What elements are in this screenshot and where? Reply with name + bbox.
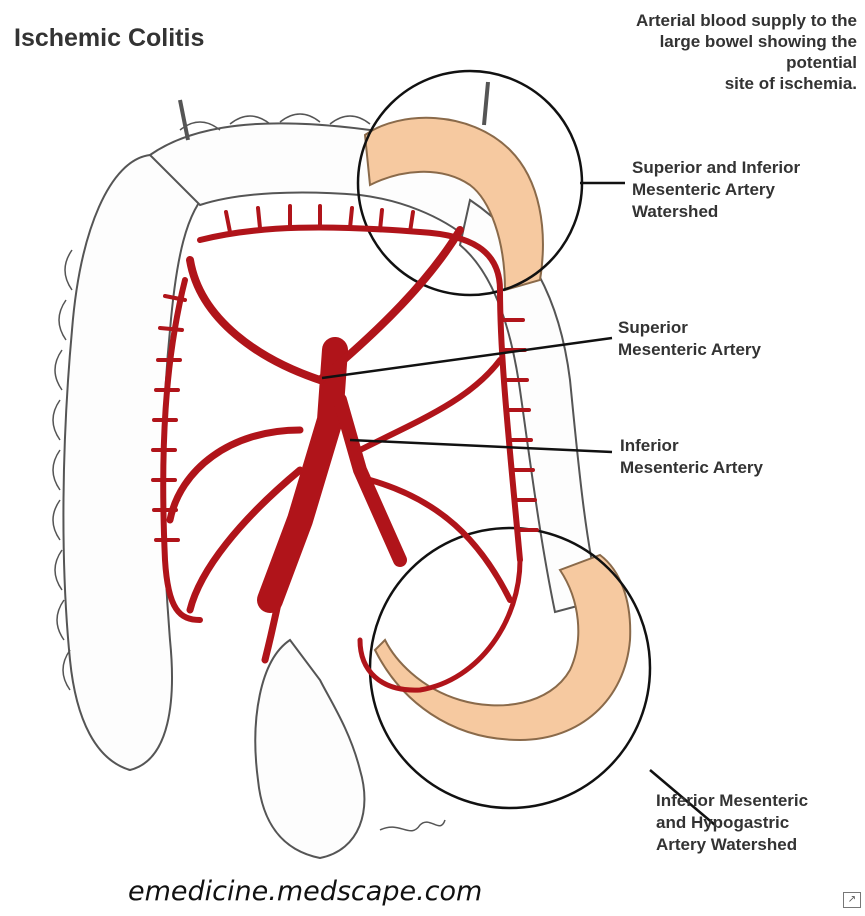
label-sma-ima-watershed: Superior and Inferior Mesenteric Artery … — [632, 157, 800, 223]
expand-icon[interactable]: ↗ — [843, 892, 861, 908]
aorta-trunk-icon — [270, 350, 335, 600]
source-credit: emedicine.medscape.com — [128, 876, 482, 907]
artist-signature-icon — [380, 820, 445, 831]
label-ima-hypogastric-watershed: Inferior Mesenteric and Hypogastric Arte… — [656, 790, 808, 856]
arterial-tree — [163, 227, 520, 690]
label-superior-mesenteric-artery: Superior Mesenteric Artery — [618, 317, 761, 361]
ima-hypogastric-watershed-zone — [370, 528, 650, 808]
label-inferior-mesenteric-artery: Inferior Mesenteric Artery — [620, 435, 763, 479]
